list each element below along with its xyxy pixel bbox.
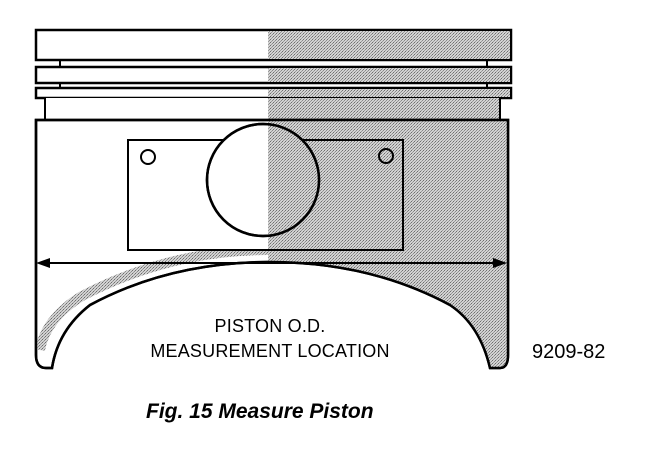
right-hole xyxy=(378,148,394,164)
left-hole xyxy=(140,149,156,165)
figure-code: 9209-82 xyxy=(532,341,606,363)
pin-bore xyxy=(205,122,321,238)
measurement-label-line2: MEASUREMENT LOCATION xyxy=(150,341,390,361)
figure-caption: Fig. 15 Measure Piston xyxy=(146,400,374,423)
ring-lands xyxy=(34,28,513,120)
measurement-label-line1: PISTON O.D. xyxy=(214,316,326,336)
measurement-arrow xyxy=(36,258,507,268)
